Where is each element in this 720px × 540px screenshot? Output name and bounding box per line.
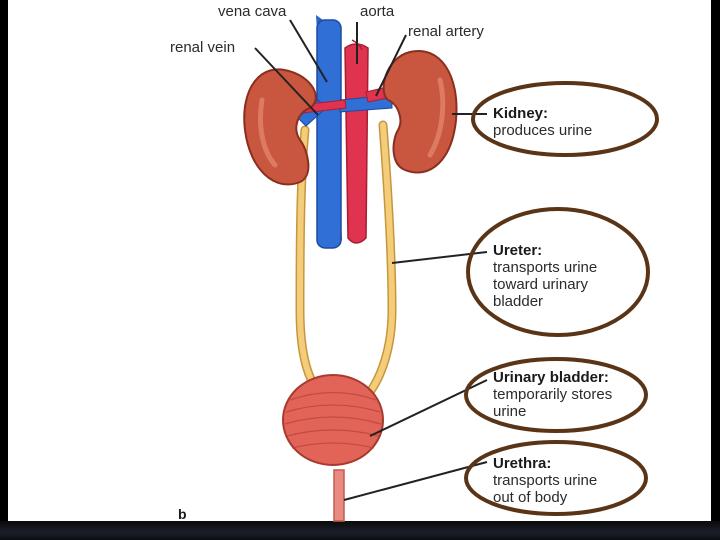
ureter-desc-line-1: transports urine xyxy=(493,259,598,276)
bladder-title: Urinary bladder: xyxy=(493,369,609,386)
right-ureter xyxy=(367,122,396,395)
right-kidney xyxy=(382,49,458,174)
vena-cava xyxy=(316,19,342,249)
left-kidney-highlight xyxy=(258,97,278,168)
aorta-label: aorta xyxy=(360,3,395,20)
aorta xyxy=(344,43,369,244)
panel-letter: b xyxy=(178,506,187,522)
ureter-ellipse xyxy=(466,207,650,337)
urethra-ellipse xyxy=(464,440,648,516)
right-kidney-highlight xyxy=(427,77,446,158)
bladder-desc-line-1: temporarily stores xyxy=(493,386,613,403)
bladder-muscle-lines xyxy=(284,391,382,449)
bottom-strip xyxy=(0,521,720,540)
urethra-tube xyxy=(333,469,345,522)
kidney-ellipse xyxy=(471,81,659,157)
renal-vein-label: renal vein xyxy=(170,39,236,56)
vena-cava-label: vena cava xyxy=(218,3,287,20)
ureter-desc-line-2: toward urinary xyxy=(493,276,589,293)
urinary-bladder xyxy=(282,374,384,466)
urethra-desc-line-1: transports urine xyxy=(493,472,598,489)
kidney-desc: produces urine xyxy=(493,122,593,139)
urethra-desc-line-2: out of body xyxy=(493,489,568,506)
kidney-title: Kidney: xyxy=(493,105,549,122)
urethra-title: Urethra: xyxy=(493,455,552,472)
bladder-desc-line-2: urine xyxy=(493,403,527,420)
bladder-ellipse xyxy=(464,357,648,433)
ureter-title: Ureter: xyxy=(493,242,543,259)
renal-artery-label: renal artery xyxy=(408,23,484,40)
callout-ellipses xyxy=(464,81,659,516)
ureter-desc-line-3: bladder xyxy=(493,293,544,310)
aorta-arch-edge xyxy=(351,39,363,51)
